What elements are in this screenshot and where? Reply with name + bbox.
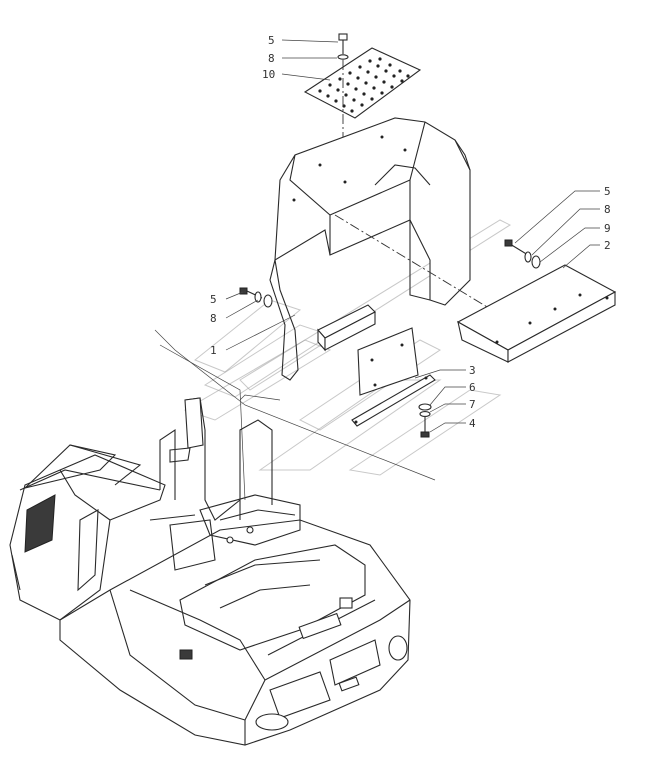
callout-1-left: 1 xyxy=(210,344,217,357)
mounting-plate xyxy=(357,327,419,396)
callout-6-mid: 6 xyxy=(469,381,476,394)
callout-4-mid: 4 xyxy=(469,417,476,430)
plate-holes xyxy=(318,57,410,113)
callout-3-mid: 3 xyxy=(469,364,476,377)
side-bracket xyxy=(456,264,617,363)
right-bolt xyxy=(504,239,541,269)
callout-8-left: 8 xyxy=(210,312,217,325)
hood-cover xyxy=(269,117,471,381)
excavator-upper-structure xyxy=(9,397,411,746)
centerline-bracket xyxy=(334,214,513,323)
callout-labels: 5 8 10 5 8 9 2 5 8 1 3 6 7 4 xyxy=(210,34,611,430)
callout-5-right: 5 xyxy=(604,185,611,198)
callout-8-top: 8 xyxy=(268,52,275,65)
top-bolt xyxy=(337,33,349,60)
strip-bracket xyxy=(351,374,436,438)
callout-5-left: 5 xyxy=(210,293,217,306)
callout-2-right: 2 xyxy=(604,239,611,252)
callout-5-top: 5 xyxy=(268,34,275,47)
assembly-lines xyxy=(154,329,436,501)
left-bolt xyxy=(239,287,273,308)
callout-9-right: 9 xyxy=(604,222,611,235)
callout-10-top: 10 xyxy=(262,68,275,81)
rubber-block xyxy=(317,304,376,352)
callout-7-mid: 7 xyxy=(469,398,476,411)
perforated-plate xyxy=(303,47,422,119)
callout-8-right: 8 xyxy=(604,203,611,216)
leader-lines xyxy=(225,39,600,433)
